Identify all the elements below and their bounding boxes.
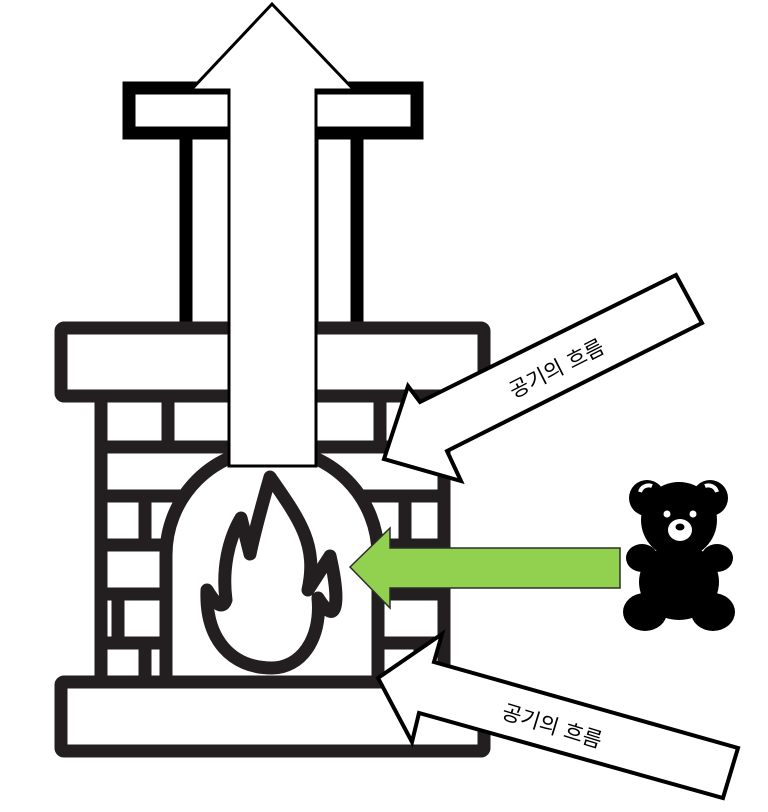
chimney-post-right: [305, 125, 364, 337]
chimney-post-left: [179, 125, 241, 337]
updraft-arrow: [187, 1, 358, 468]
fire-icon: [200, 470, 343, 675]
teddy-to-fire-arrow: [348, 526, 621, 610]
lower-airflow-arrow: 공기의 흐름: [375, 629, 741, 801]
teddy-bear-icon: [623, 480, 735, 631]
